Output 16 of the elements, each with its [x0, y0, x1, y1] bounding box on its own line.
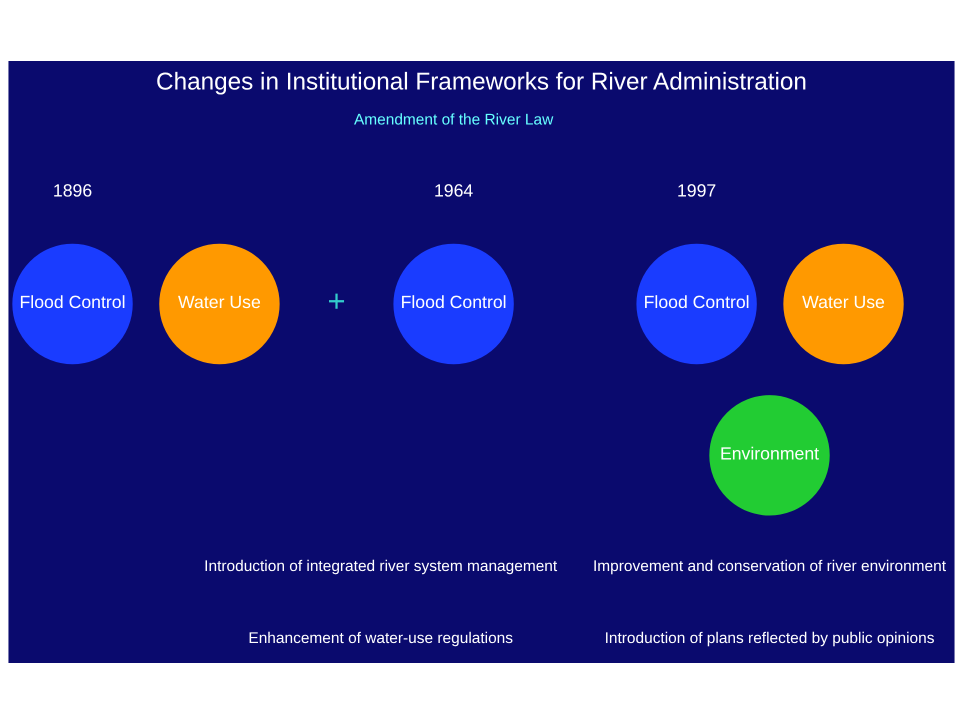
node-circle: Flood Control [636, 244, 757, 364]
label: + [327, 284, 346, 319]
node-circle: Water Use [783, 244, 904, 364]
label: Enhancement of water-use regulations [248, 630, 513, 647]
label: Introduction of plans reflected by public opinions [604, 630, 934, 647]
label: 1997 [676, 180, 716, 201]
node-circle: Water Use [159, 244, 280, 364]
node-circle: Flood Control [393, 244, 514, 364]
node-circle: Environment [709, 395, 830, 516]
node-circle: Flood Control [12, 244, 133, 364]
diagram-title: Changes in Institutional Frameworks for River Administration [156, 68, 807, 96]
label: 1896 [52, 180, 92, 201]
label: Improvement and conservation of river environment [593, 558, 946, 575]
label: 1964 [434, 180, 474, 201]
label: Introduction of integrated river system management [204, 558, 558, 575]
label: Amendment of the River Law [354, 112, 554, 129]
